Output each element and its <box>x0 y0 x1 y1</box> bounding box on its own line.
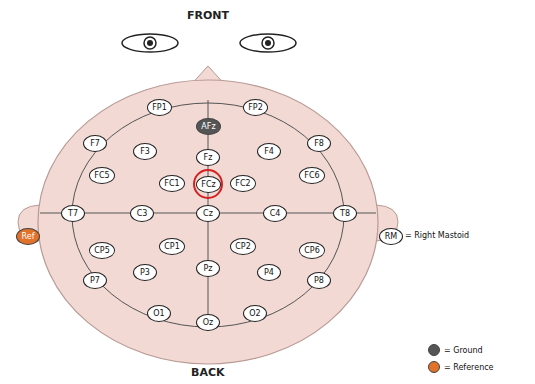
electrode-circle: Fz <box>196 149 220 166</box>
electrode-label: Fz <box>204 154 213 162</box>
electrode-circle: F8 <box>307 135 331 152</box>
electrode-circle: Pz <box>196 260 220 277</box>
legend-text: = Ground <box>444 346 483 355</box>
electrode-circle: P8 <box>307 272 331 289</box>
electrode-circle: F3 <box>133 143 157 160</box>
electrode-circle: CP6 <box>299 242 325 259</box>
electrode-label: F4 <box>264 148 274 156</box>
electrode-circle: P4 <box>257 264 281 281</box>
electrode-circle: Cz <box>196 205 220 222</box>
electrode-label: CP5 <box>94 247 110 255</box>
electrode-circle: AFz <box>196 118 221 135</box>
electrode-circle: P3 <box>133 264 157 281</box>
electrode-circle: P7 <box>83 272 107 289</box>
electrode-circle: Ref <box>16 228 40 245</box>
electrode-label: CP2 <box>235 243 251 251</box>
electrode-label: F7 <box>90 140 100 148</box>
electrode-label: P7 <box>90 277 100 285</box>
legend-text: = Reference <box>444 363 494 372</box>
electrode-circle: T7 <box>61 205 85 222</box>
electrode-circle: CP1 <box>159 238 185 255</box>
electrode-label: FP1 <box>152 104 167 112</box>
electrode-label: F8 <box>314 140 324 148</box>
electrode-circle: FC5 <box>89 167 115 184</box>
highlight-ring <box>194 170 222 198</box>
electrode-circle: FC6 <box>299 167 325 184</box>
electrode-label: FC6 <box>304 172 319 180</box>
legend-swatch <box>428 361 440 373</box>
electrode-circle: F4 <box>257 143 281 160</box>
electrode-circle: O2 <box>243 305 267 322</box>
electrode-label: Cz <box>203 210 213 218</box>
electrode-label: CP1 <box>164 243 180 251</box>
electrode-circle: F7 <box>83 135 107 152</box>
electrode-circle: T8 <box>333 205 357 222</box>
electrode-circle: O1 <box>147 305 171 322</box>
electrode-label: AFz <box>201 123 215 131</box>
electrode-label: Oz <box>203 319 214 327</box>
electrode-label: FC2 <box>235 180 250 188</box>
back-label: BACK <box>191 366 225 379</box>
electrode-label: T8 <box>340 210 350 218</box>
electrode-label: O2 <box>249 310 260 318</box>
electrode-circle: CP2 <box>230 238 256 255</box>
electrode-circle: FP2 <box>243 99 268 116</box>
electrode-label: P8 <box>314 277 324 285</box>
electrode-label: FCz <box>201 181 215 189</box>
mastoid-label: = Right Mastoid <box>405 231 469 240</box>
electrode-label: C4 <box>270 210 281 218</box>
electrode-circle: C3 <box>130 205 154 222</box>
electrode-circle: RM <box>379 228 403 245</box>
electrode-circle: C4 <box>263 205 287 222</box>
electrode-circle: FP1 <box>147 99 172 116</box>
legend-swatch <box>428 344 440 356</box>
electrode-label: Pz <box>203 265 212 273</box>
electrode-label: P4 <box>264 269 274 277</box>
electrode-label: Ref <box>22 233 35 241</box>
electrode-label: FC1 <box>164 180 179 188</box>
electrode-label: T7 <box>68 210 78 218</box>
front-label: FRONT <box>187 9 229 22</box>
electrode-label: RM <box>385 233 397 241</box>
electrode-circle: FCz <box>196 176 221 193</box>
electrode-label: CP6 <box>304 247 320 255</box>
electrode-circle: CP5 <box>89 242 115 259</box>
electrode-circle: FC1 <box>159 175 185 192</box>
electrode-circle: Oz <box>196 314 220 331</box>
electrode-label: F3 <box>140 148 150 156</box>
electrode-label: P3 <box>140 269 150 277</box>
electrode-label: FP2 <box>248 104 263 112</box>
electrode-label: O1 <box>153 310 164 318</box>
electrode-label: FC5 <box>94 172 109 180</box>
electrode-label: C3 <box>137 210 148 218</box>
electrode-circle: FC2 <box>230 175 256 192</box>
